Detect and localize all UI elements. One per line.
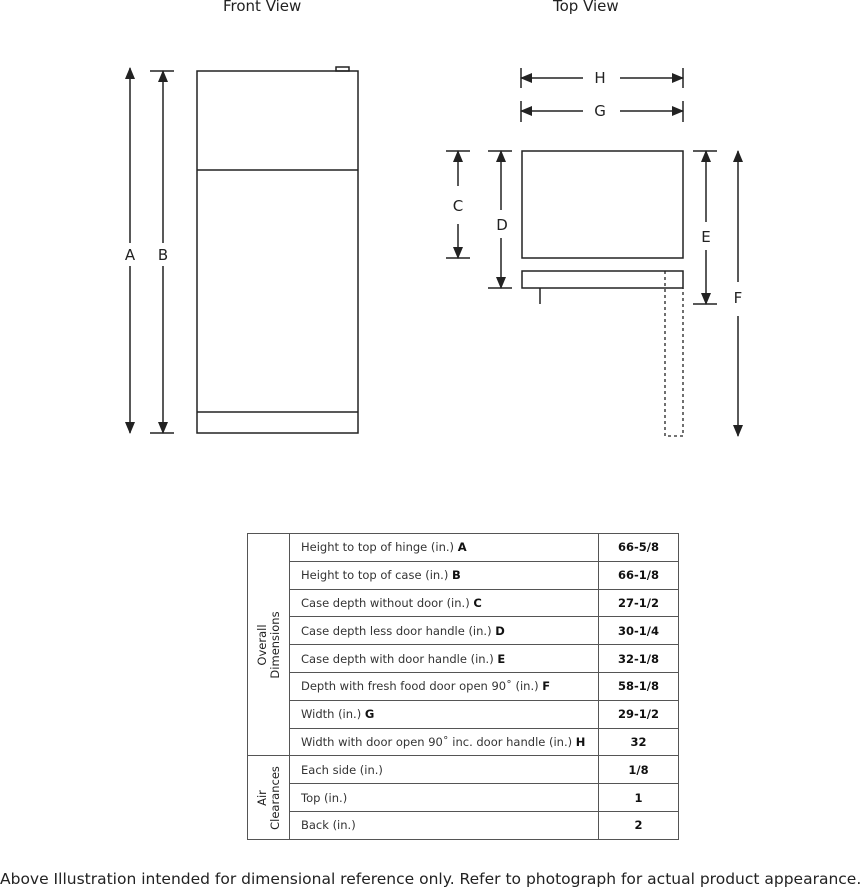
dimension-label-a: A [125, 246, 136, 264]
row-value: 66-1/8 [598, 560, 679, 590]
air-clearances-group: Air Clearances [247, 755, 290, 840]
row-value: 32-1/8 [598, 644, 679, 673]
row-value: 27-1/2 [598, 588, 679, 618]
row-label: Width with door open 90˚ inc. door handl… [289, 727, 599, 757]
row-label: Height to top of case (in.) B [289, 560, 599, 590]
footnote: Above Illustration intended for dimensio… [0, 870, 862, 888]
dimension-line-c [446, 150, 470, 259]
row-label: Case depth without door (in.) C [289, 588, 599, 618]
dimension-line-b [150, 70, 174, 434]
table-row: Case depth without door (in.) C 27-1/2 [248, 588, 679, 618]
dimension-label-e: E [701, 228, 710, 246]
table-row: Overall Dimensions Height to top of hing… [247, 532, 679, 757]
row-label: Each side (in.) [289, 755, 599, 785]
top-view-fridge [521, 150, 684, 437]
row-value: 30-1/4 [598, 616, 679, 646]
dimension-label-c: C [453, 197, 463, 215]
row-value: 66-5/8 [598, 533, 679, 562]
row-value: 32 [598, 727, 679, 757]
row-value: 58-1/8 [598, 671, 679, 701]
row-label: Width (in.) G [289, 699, 599, 729]
front-view-title: Front View [223, 0, 302, 15]
table-row: Case depth less door handle (in.) D 30-1… [248, 616, 679, 646]
dimension-line-h [520, 68, 684, 88]
row-value: 1/8 [598, 755, 679, 785]
table-row: Depth with fresh food door open 90˚ (in.… [248, 671, 679, 701]
table-row: Case depth with door handle (in.) E 32-1… [248, 644, 679, 673]
table-row: Width (in.) G 29-1/2 [248, 699, 679, 729]
overall-dimensions-group: Overall Dimensions [247, 532, 290, 757]
table-row: Height to top of case (in.) B 66-1/8 [248, 560, 679, 590]
table-row: Top (in.) 1 [248, 783, 679, 812]
row-label: Back (in.) [289, 810, 599, 840]
table-row: Width with door open 90˚ inc. door handl… [248, 727, 679, 757]
dimension-line-g [520, 101, 684, 122]
dimension-label-h: H [594, 69, 605, 87]
dimension-label-g: G [594, 102, 606, 120]
dimension-label-d: D [496, 216, 508, 234]
row-value: 1 [598, 783, 679, 812]
dimension-label-b: B [158, 246, 168, 264]
row-value: 2 [598, 810, 679, 840]
row-value: 29-1/2 [598, 699, 679, 729]
row-label: Case depth less door handle (in.) D [289, 616, 599, 646]
row-label: Height to top of hinge (in.) A [289, 533, 599, 562]
table-row: Air Clearances Each side (in.) 1/8 [247, 755, 679, 840]
row-label: Depth with fresh food door open 90˚ (in.… [289, 671, 599, 701]
dimension-label-f: F [734, 289, 743, 307]
dimensions-table: Overall Dimensions Height to top of hing… [247, 532, 679, 840]
front-view-fridge [196, 66, 359, 434]
table-row: Back (in.) 2 [248, 810, 679, 840]
row-label: Top (in.) [289, 783, 599, 812]
dimension-line-d [488, 150, 512, 289]
dimension-line-e [693, 150, 717, 305]
top-view-title: Top View [553, 0, 619, 15]
row-label: Case depth with door handle (in.) E [289, 644, 599, 673]
dimension-diagram: A B H G C D E F [125, 66, 743, 437]
